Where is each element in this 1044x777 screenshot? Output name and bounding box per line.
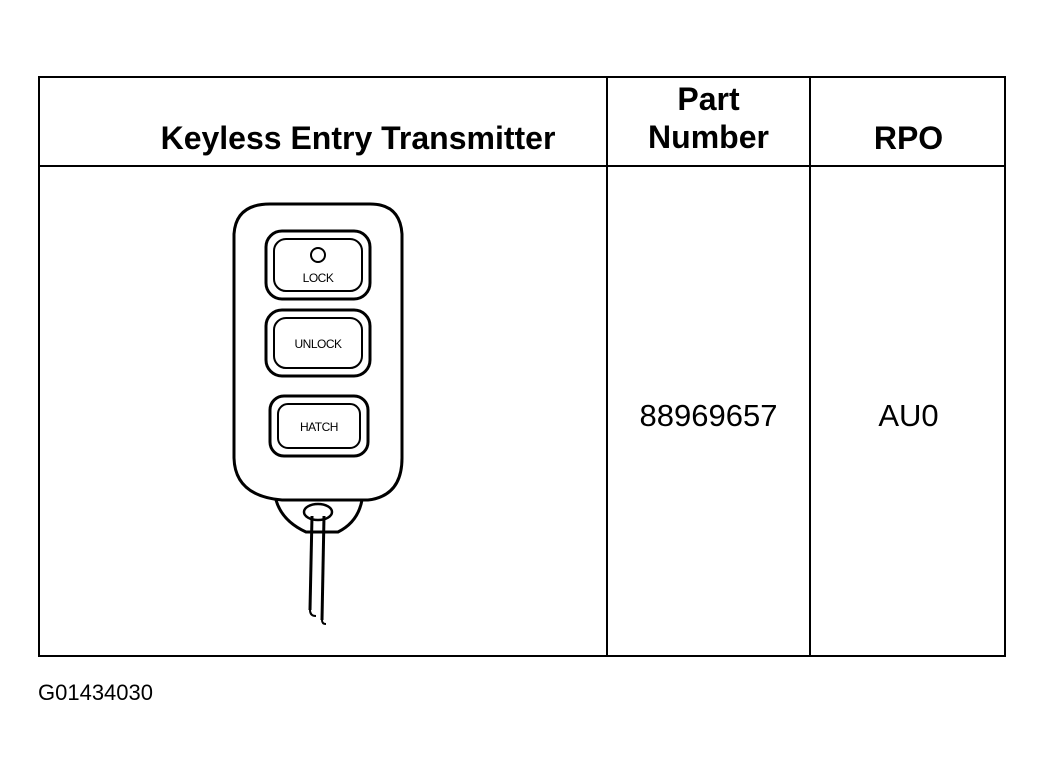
header-part-line2: Number xyxy=(648,119,769,155)
unlock-label: UNLOCK xyxy=(294,337,342,351)
hatch-button-drawing: HATCH xyxy=(268,394,370,458)
keyless-entry-transmitter-illustration: LOCK UNLOCK HATCH xyxy=(230,196,420,636)
part-number-value: 88969657 xyxy=(639,398,778,433)
unlock-button-drawing: UNLOCK xyxy=(264,308,372,378)
parts-table: Keyless Entry Transmitter Part Number RP… xyxy=(38,76,1006,657)
header-part-line1: Part xyxy=(677,81,740,117)
header-divider xyxy=(40,165,1004,167)
column-divider xyxy=(606,78,608,655)
header-keyless-entry-transmitter: Keyless Entry Transmitter xyxy=(160,120,556,156)
rpo-value: AU0 xyxy=(878,398,939,433)
header-part-number: Part Number xyxy=(608,80,809,156)
figure-code: G01434030 xyxy=(38,680,153,705)
hatch-label: HATCH xyxy=(300,420,338,434)
header-rpo: RPO xyxy=(873,120,944,156)
lock-button-drawing: LOCK xyxy=(264,229,372,301)
lock-label: LOCK xyxy=(303,271,334,285)
column-divider xyxy=(809,78,811,655)
